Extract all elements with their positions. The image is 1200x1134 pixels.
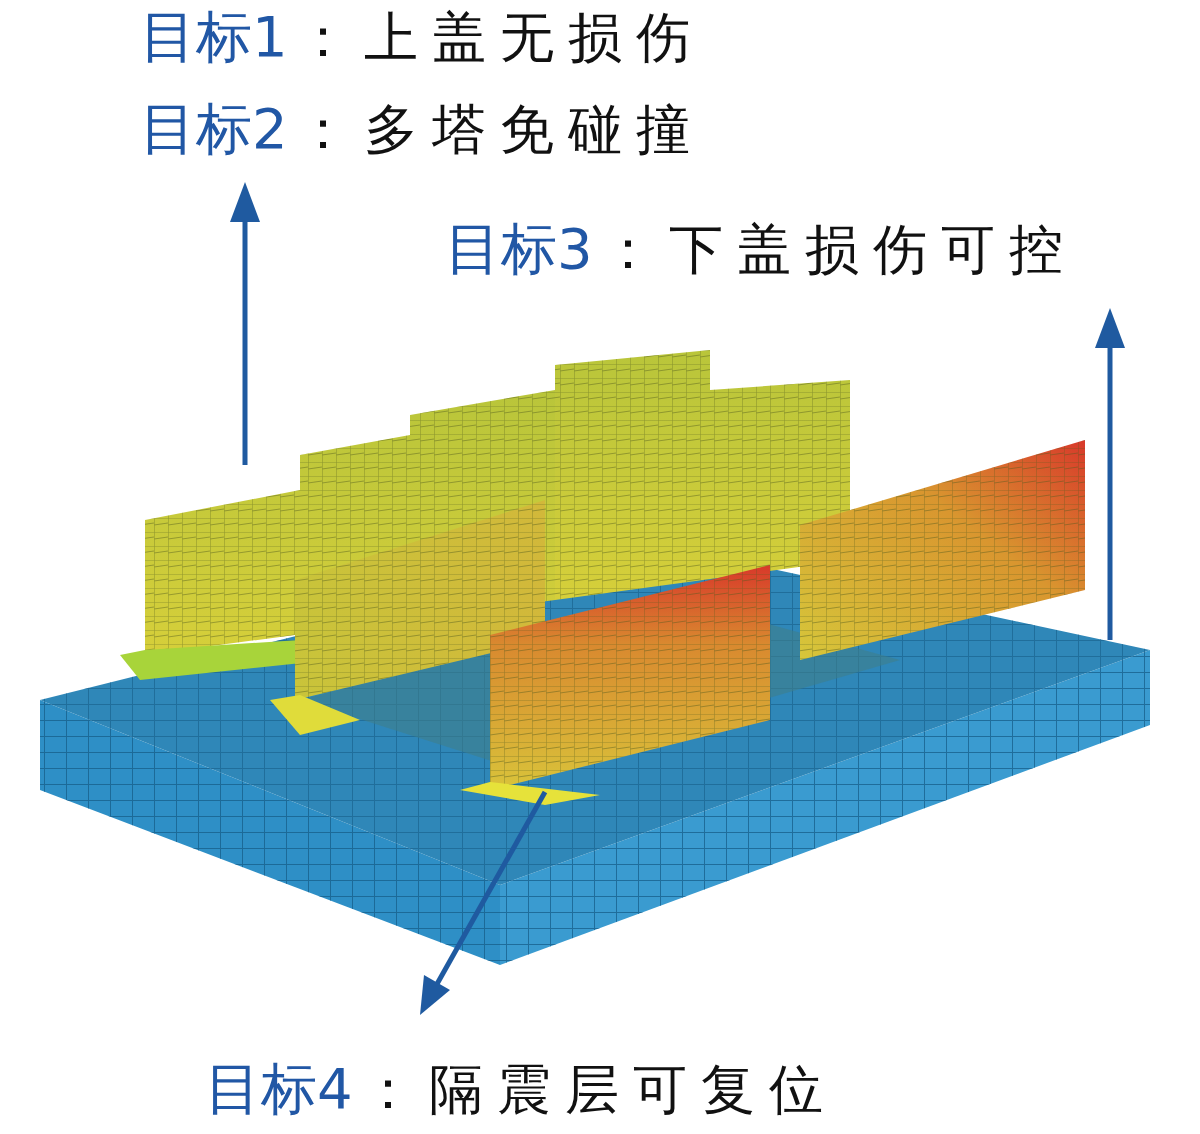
goal-number: 目标3 bbox=[445, 218, 593, 280]
goal-number: 目标2 bbox=[140, 98, 288, 160]
goal-number: 目标1 bbox=[140, 6, 288, 68]
goal-number: 目标4 bbox=[205, 1058, 353, 1120]
goal-text: ：多塔免碰撞 bbox=[296, 100, 704, 159]
goal-text: ：隔震层可复位 bbox=[361, 1060, 837, 1119]
goal-text: ：下盖损伤可控 bbox=[601, 220, 1077, 279]
goal-text: ：上盖无损伤 bbox=[296, 8, 704, 67]
